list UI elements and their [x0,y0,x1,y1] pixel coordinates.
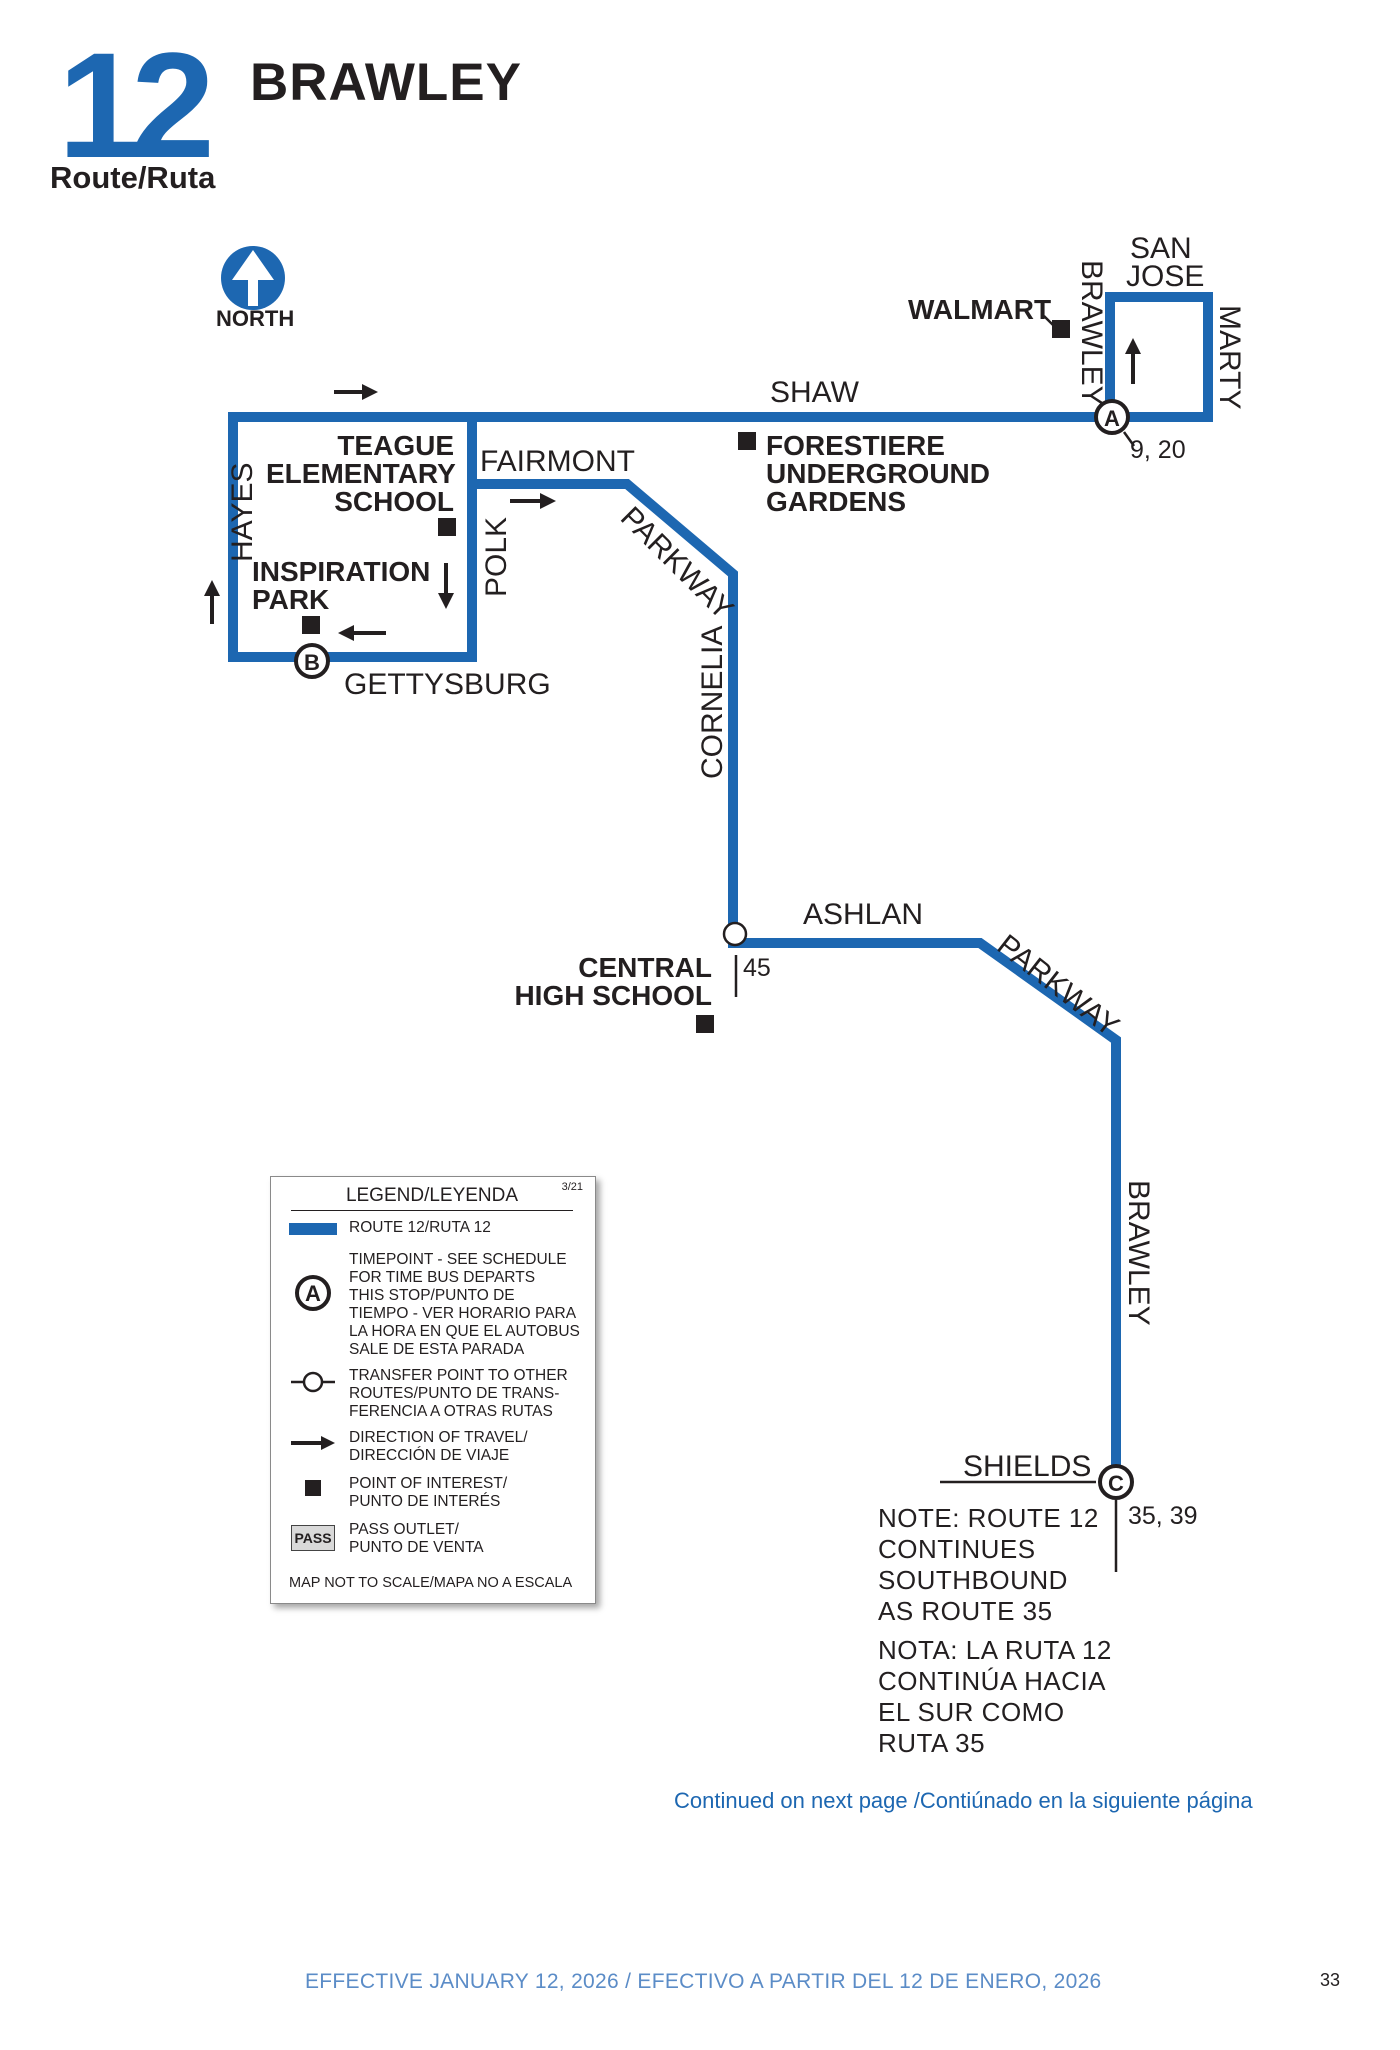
legend-date: 3/21 [561,1181,583,1193]
street-hayes: HAYES [226,462,259,562]
legend-route-swatch [289,1223,337,1235]
route-loop-east [1105,292,1213,422]
effective-date: EFFECTIVE JANUARY 12, 2026 / EFECTIVO A … [305,1970,1102,1993]
street-jose: JOSE [1126,260,1205,293]
street-gettysburg: GETTYSBURG [344,668,551,701]
street-fairmont: FAIRMONT [480,445,635,478]
note-english: NOTE: ROUTE 12 CONTINUES SOUTHBOUND AS R… [878,1503,1099,1626]
arrow-right-icon [334,384,378,400]
timepoint-a-transfers: 9, 20 [1130,436,1186,464]
legend-title: LEGEND/LEYENDA [291,1185,573,1211]
legend-direction: DIRECTION OF TRAVEL/ DIRECCIÓN DE VIAJE [349,1429,528,1464]
route-name: BRAWLEY [250,53,522,112]
note-spanish: NOTA: LA RUTA 12 CONTINÚA HACIA EL SUR C… [878,1635,1112,1758]
poi-forestiere: FORESTIERE UNDERGROUND GARDENS [766,430,990,517]
timepoint-a: A [1094,399,1130,435]
timepoint-b: B [294,643,330,679]
forestiere-poi-icon [738,432,756,450]
route-loop-west [228,412,1115,662]
arrow-up-icon [204,580,220,624]
timepoint-c: C [1098,1464,1134,1500]
north-arrow-icon [221,246,285,310]
poi-walmart: WALMART [908,294,1052,325]
legend-pass-badge-icon: PASS [291,1525,335,1551]
timepoint-a-leader [1122,431,1136,447]
arrow-up-icon [1125,338,1141,384]
street-lines [734,315,1136,1572]
poi-central-high: CENTRAL HIGH SCHOOL [514,952,712,1011]
arrow-down-icon [438,563,454,609]
arrow-right-icon [510,493,556,509]
route-label: Route/Ruta [50,160,216,195]
inspiration-park-poi-icon [302,616,320,634]
street-ashlan: ASHLAN [803,898,924,931]
street-cornelia: CORNELIA [696,625,729,779]
timepoint-b-letter: B [304,650,320,675]
legend-poi-icon [305,1480,321,1496]
legend-direction-arrow-icon [291,1436,335,1450]
legend-poi: POINT OF INTEREST/ PUNTO DE INTERÉS [349,1475,508,1510]
page-number: 33 [1320,1970,1341,1990]
teague-poi-icon [438,518,456,536]
legend-pass: PASS OUTLET/ PUNTO DE VENTA [349,1521,484,1556]
walmart-poi-icon [1052,320,1070,338]
timepoint-c-transfers: 35, 39 [1128,1502,1198,1530]
arrow-left-icon [338,625,386,641]
legend-route-line: ROUTE 12/RUTA 12 [349,1219,491,1236]
direction-arrows [204,338,1141,641]
legend-timepoint: TIMEPOINT - SEE SCHEDULE FOR TIME BUS DE… [349,1251,580,1358]
central-high-poi-icon [696,1015,714,1033]
street-shaw: SHAW [770,376,859,409]
route-number: 12 [58,21,215,189]
street-brawley-south: BRAWLEY [1122,1180,1155,1326]
poi-inspiration-park: INSPIRATION PARK [252,556,431,615]
legend: 3/21 LEGEND/LEYENDA ROUTE 12/RUTA 12 A T… [270,1176,596,1604]
legend-scale-note: MAP NOT TO SCALE/MAPA NO A ESCALA [289,1575,573,1591]
street-san: SAN [1130,232,1192,265]
north-label: NORTH [216,306,295,331]
street-polk: POLK [480,516,513,597]
timepoint-c-letter: C [1108,1471,1124,1496]
street-marty: MARTY [1213,305,1246,410]
legend-timepoint-letter: A [305,1281,321,1306]
transfer-point-icon [722,921,748,947]
street-brawley-north: BRAWLEY [1075,260,1108,406]
transfer-routes: 45 [743,954,771,982]
poi-markers [302,320,1070,1033]
timepoint-a-letter: A [1104,406,1120,431]
legend-transfer: TRANSFER POINT TO OTHER ROUTES/PUNTO DE … [349,1367,568,1420]
legend-transfer-icon [291,1371,335,1393]
street-shields: SHIELDS [963,1450,1092,1483]
poi-teague: TEAGUE ELEMENTARY SCHOOL [266,430,456,517]
continued-note: Continued on next page /Contiúnado en la… [674,1788,1253,1813]
legend-timepoint-icon: A [295,1275,331,1311]
